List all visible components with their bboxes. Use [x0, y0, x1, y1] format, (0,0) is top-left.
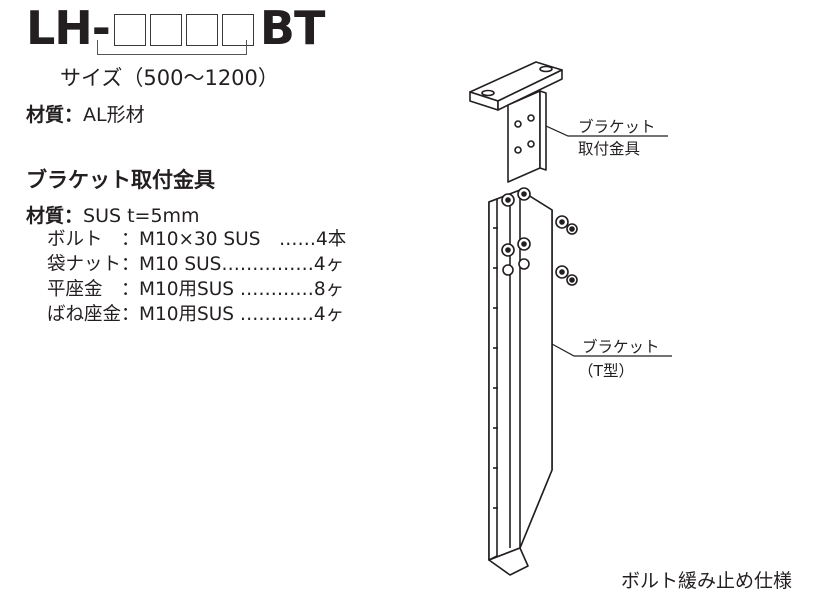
callout-leader-lower — [551, 343, 672, 357]
material-line: 材質：AL形材 — [26, 100, 145, 127]
bracket-hardware-heading: ブラケット取付金具 — [26, 168, 215, 192]
part-spec: M10×30 SUS ……4本 — [139, 229, 347, 250]
hardware-material-value: SUS t=5mm — [83, 205, 200, 227]
hardware-material-label: 材質： — [26, 205, 84, 227]
part-name: ばね座金： — [47, 304, 140, 325]
material-label: 材質： — [26, 104, 84, 126]
model-number: LH- BT — [26, 1, 325, 55]
callout-upper-line1: ブラケット — [578, 117, 656, 136]
bolt-set-left — [501, 187, 531, 276]
part-row-bolt: ボルト ：M10×30 SUS ……4本 — [47, 227, 346, 252]
callout-upper-line2: 取付金具 — [578, 140, 640, 158]
part-spec: M10用SUS …………4ヶ — [139, 304, 345, 325]
part-row-flat-washer: 平座金 ：M10用SUS …………8ヶ — [47, 277, 346, 302]
parts-list: ボルト ：M10×30 SUS ……4本 袋ナット：M10 SUS……………4ヶ… — [47, 227, 346, 327]
part-name: 袋ナット： — [47, 254, 140, 275]
callout-leader-upper — [545, 125, 668, 137]
nut-set-right — [555, 215, 578, 286]
part-spec: M10 SUS……………4ヶ — [139, 254, 345, 275]
model-size-boxes — [113, 10, 258, 46]
mounting-bracket-part — [469, 61, 563, 183]
hardware-material-line: 材質：SUS t=5mm — [26, 201, 200, 228]
size-label: サイズ（500〜1200） — [60, 66, 279, 90]
material-value: AL形材 — [83, 104, 145, 126]
part-name: 平座金 ： — [47, 279, 140, 300]
callout-lower-line2: （T型） — [578, 362, 634, 380]
callout-lower-line1: ブラケット — [582, 337, 660, 356]
part-name: ボルト ： — [47, 229, 140, 250]
t-bracket-part — [488, 189, 553, 576]
model-suffix: BT — [259, 1, 325, 55]
size-bracket-line — [97, 40, 247, 55]
size-digit-box — [149, 14, 182, 46]
model-prefix: LH- — [26, 1, 111, 55]
part-row-spring-washer: ばね座金：M10用SUS …………4ヶ — [47, 302, 346, 327]
size-digit-box — [185, 14, 218, 46]
size-digit-box — [113, 14, 146, 46]
part-row-cap-nut: 袋ナット：M10 SUS……………4ヶ — [47, 252, 346, 277]
part-spec: M10用SUS …………8ヶ — [139, 279, 345, 300]
size-digit-box — [221, 14, 254, 46]
footer-note: ボルト緩み止め仕様 — [620, 570, 792, 592]
